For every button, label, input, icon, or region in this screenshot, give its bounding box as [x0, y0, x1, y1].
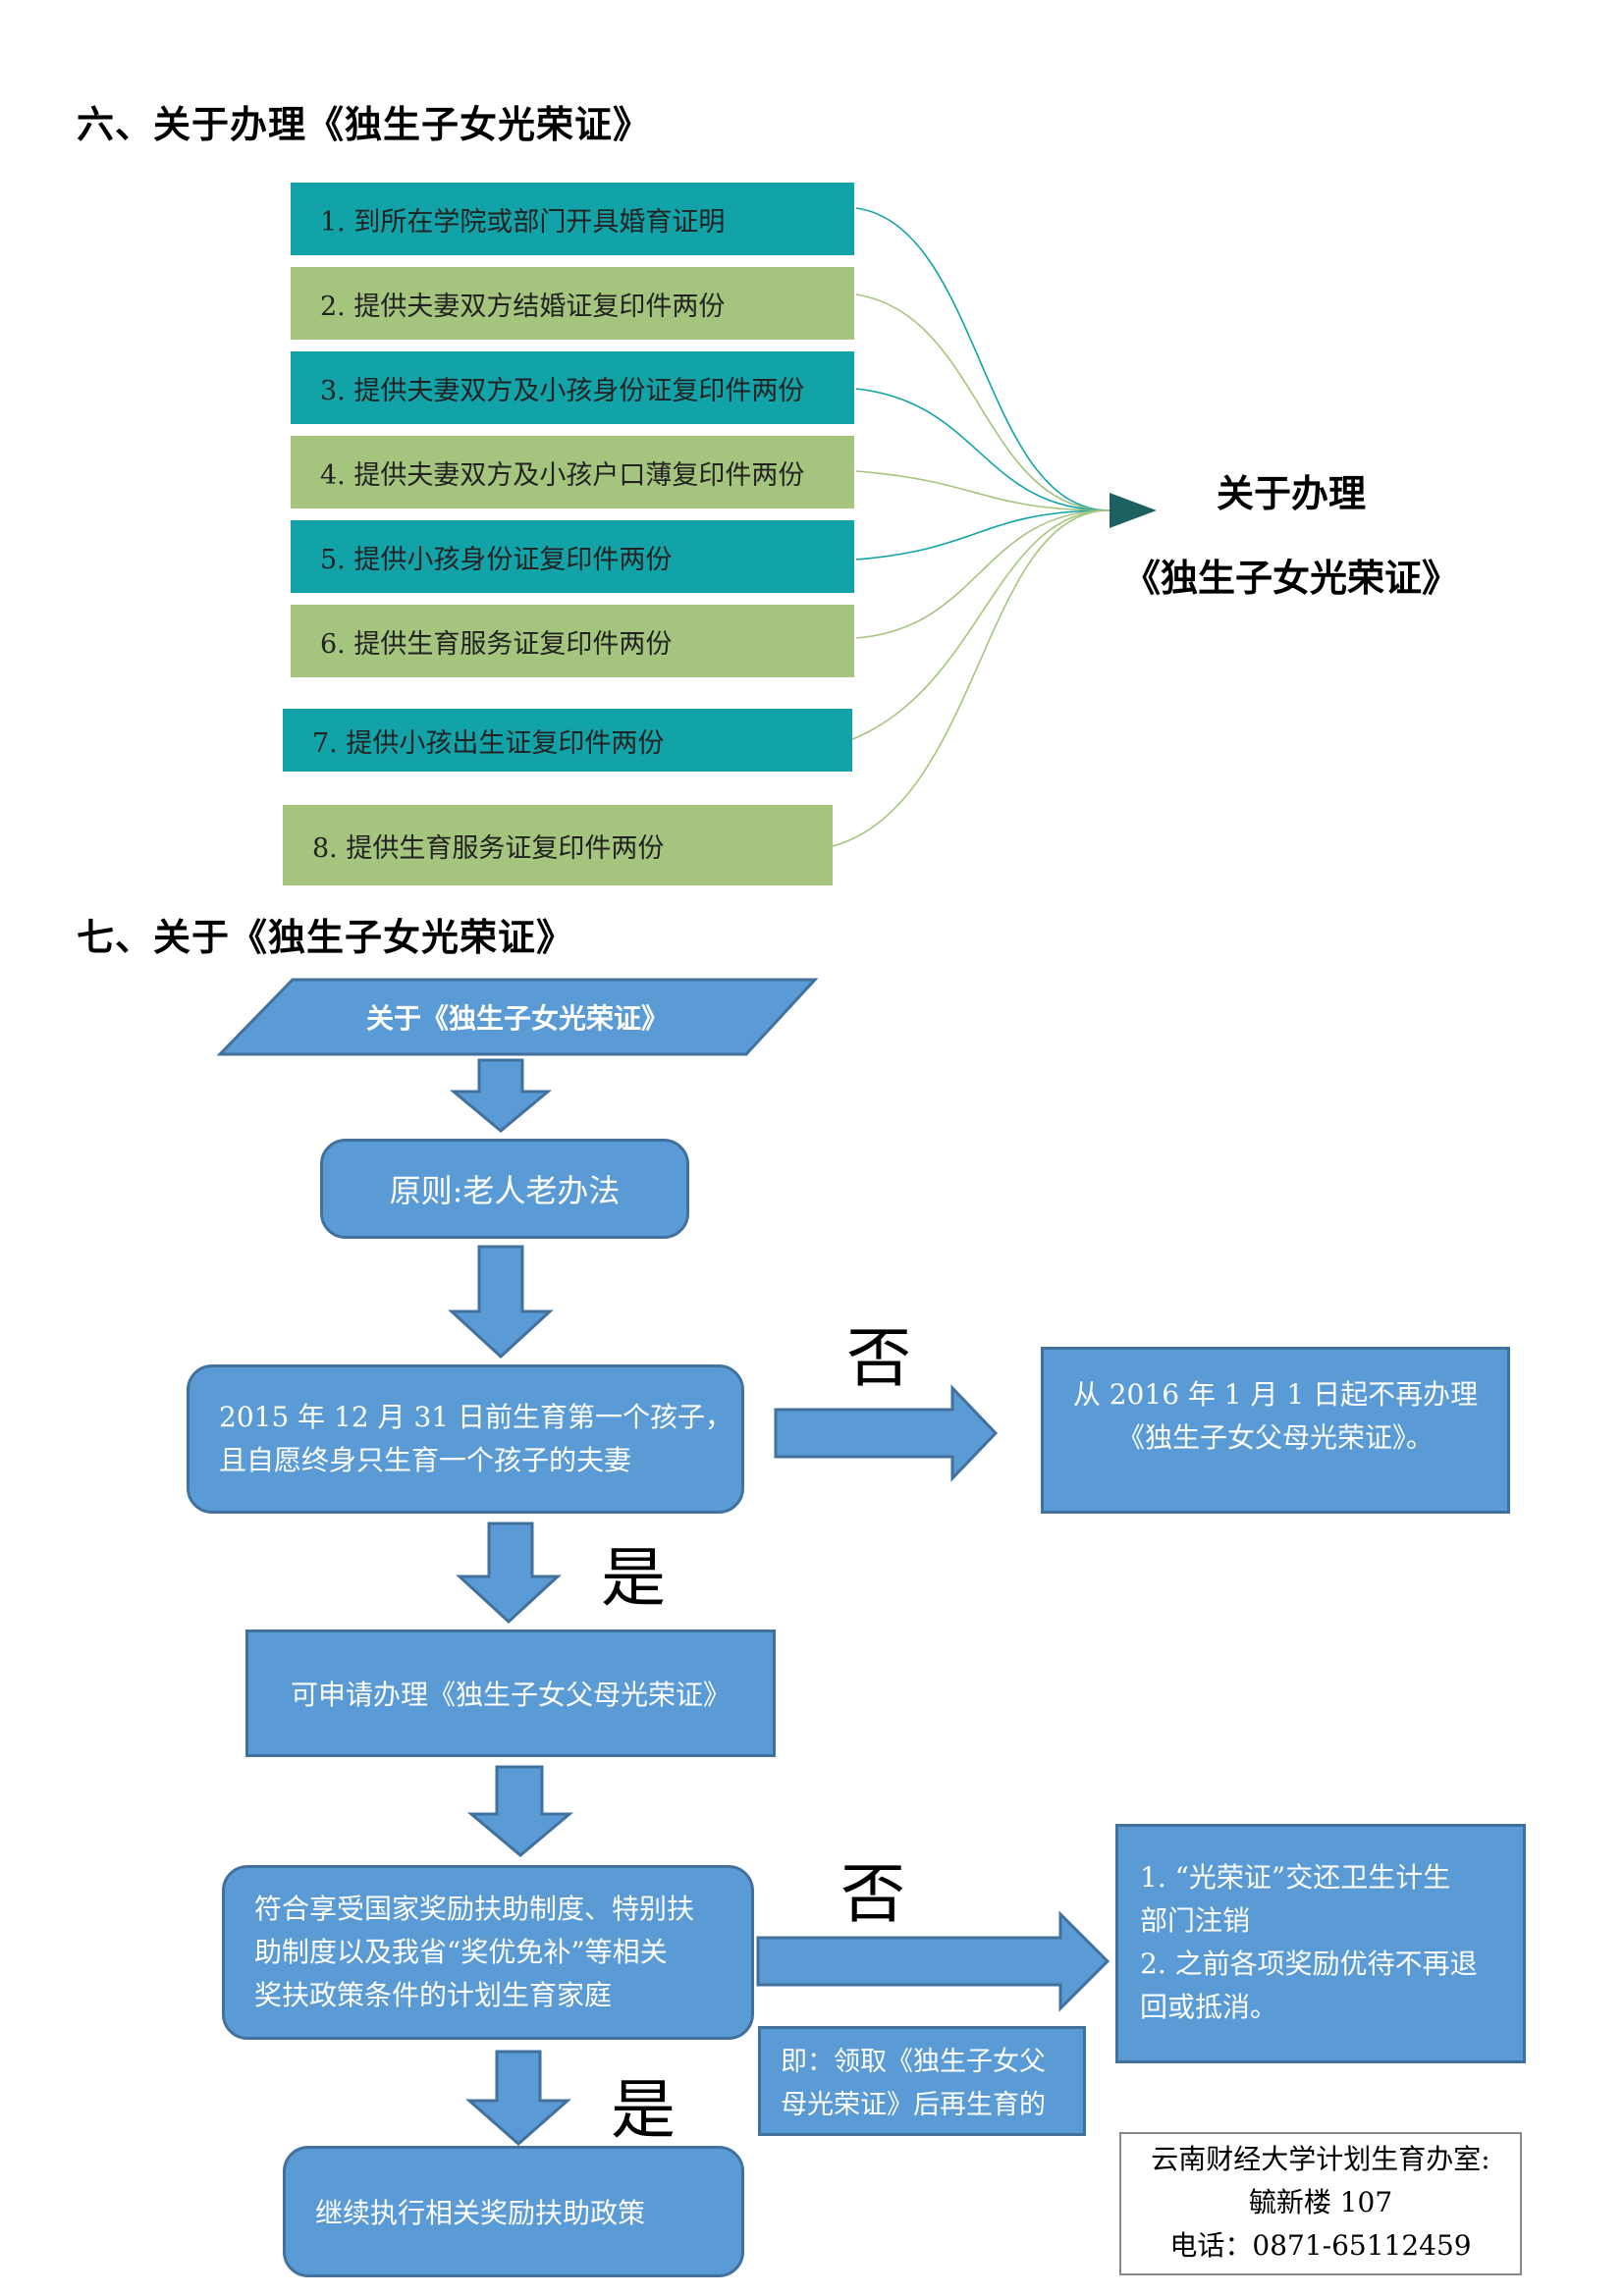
- question-1-box: 2015 年 12 月 31 日前生育第一个孩子， 且自愿终身只生育一个孩子的夫…: [187, 1364, 744, 1514]
- principle-box: 原则:老人老办法: [320, 1139, 689, 1239]
- step-3: 3. 提供夫妻双方及小孩身份证复印件两份: [291, 351, 854, 424]
- step-2: 2. 提供夫妻双方结婚证复印件两份: [291, 267, 854, 340]
- down-arrow-3: [456, 1522, 562, 1625]
- step-7: 7. 提供小孩出生证复印件两份: [283, 709, 852, 772]
- connector-curve-3: [855, 388, 1110, 511]
- no-result-1-box: 从 2016 年 1 月 1 日起不再办理 《独生子女父母光荣证》。: [1041, 1347, 1510, 1514]
- question-1-line1: 2015 年 12 月 31 日前生育第一个孩子，: [219, 1401, 733, 1433]
- connector-curve-8: [832, 509, 1110, 847]
- target-label-line1: 关于办理: [1216, 471, 1366, 515]
- question-2-line1: 符合享受国家奖励扶助制度、特别扶: [254, 1893, 695, 1925]
- continue-text: 继续执行相关奖励扶助政策: [315, 2197, 646, 2229]
- no-label-2: 否: [840, 1856, 905, 1932]
- down-arrow-5: [465, 2050, 571, 2146]
- note-line2: 母光荣证》后再生育的: [781, 2090, 1046, 2120]
- apply-box: 可申请办理《独生子女父母光荣证》: [245, 1629, 776, 1757]
- step-8: 8. 提供生育服务证复印件两份: [283, 805, 833, 885]
- no-result-2-line4: 回或抵消。: [1140, 1991, 1278, 2023]
- question-2-box: 符合享受国家奖励扶助制度、特别扶 助制度以及我省“奖优免补”等相关 奖扶政策条件…: [222, 1865, 754, 2040]
- no-result-2-box: 1. “光荣证”交还卫生计生 部门注销 2. 之前各项奖励优待不再退 回或抵消。: [1115, 1824, 1526, 2063]
- target-label-line2: 《独生子女光荣证》: [1122, 556, 1459, 600]
- no-result-2-line3: 2. 之前各项奖励优待不再退: [1140, 1948, 1478, 1980]
- right-arrow-2: [756, 1910, 1110, 2012]
- apply-text: 可申请办理《独生子女父母光荣证》: [290, 1679, 731, 1711]
- principle-text: 原则:老人老办法: [389, 1172, 621, 1209]
- question-1-line2: 且自愿终身只生育一个孩子的夫妻: [219, 1444, 632, 1476]
- contact-line2: 毓新楼 107: [1248, 2186, 1393, 2218]
- contact-box: 云南财经大学计划生育办室: 毓新楼 107 电话：0871-65112459: [1119, 2132, 1522, 2275]
- connector-curves: [804, 207, 1110, 847]
- step-6: 6. 提供生育服务证复印件两份: [291, 605, 854, 677]
- step-4: 4. 提供夫妻双方及小孩户口薄复印件两份: [291, 436, 854, 508]
- note-box: 即：领取《独生子女父 母光荣证》后再生育的: [758, 2026, 1086, 2136]
- no-result-2-line1: 1. “光荣证”交还卫生计生: [1140, 1861, 1451, 1894]
- section7-heading: 七、关于《独生子女光荣证》: [77, 915, 575, 959]
- contact-line3: 电话：0871-65112459: [1169, 2229, 1472, 2262]
- yes-label-2: 是: [611, 2072, 676, 2148]
- connector-curve-4: [855, 470, 1110, 511]
- start-label: 关于《独生子女光荣证》: [365, 1002, 669, 1035]
- target-arrowhead: [1110, 493, 1157, 528]
- connector-curve-7: [804, 509, 1110, 753]
- start-parallelogram: [216, 978, 819, 1056]
- continue-box: 继续执行相关奖励扶助政策: [283, 2146, 744, 2277]
- down-arrow-1: [449, 1058, 553, 1133]
- step-5: 5. 提供小孩身份证复印件两份: [291, 520, 854, 593]
- step-1: 1. 到所在学院或部门开具婚育证明: [291, 183, 854, 255]
- no-label-1: 否: [846, 1320, 911, 1396]
- connector-curve-1: [855, 207, 1110, 511]
- no-result-1-line2: 《独生子女父母光荣证》。: [1116, 1421, 1434, 1454]
- question-2-line3: 奖扶政策条件的计划生育家庭: [254, 1979, 613, 2011]
- right-arrow-1: [774, 1384, 999, 1482]
- no-result-1-line1: 从 2016 年 1 月 1 日起不再办理: [1072, 1378, 1479, 1411]
- yes-label-1: 是: [601, 1540, 666, 1616]
- connector-curve-6: [855, 509, 1110, 639]
- section6-heading: 六、关于办理《独生子女光荣证》: [77, 102, 652, 146]
- note-line1: 即：领取《独生子女父: [781, 2047, 1046, 2077]
- contact-line1: 云南财经大学计划生育办室:: [1151, 2143, 1490, 2175]
- no-result-2-line2: 部门注销: [1140, 1904, 1251, 1937]
- connector-curve-5: [855, 509, 1110, 561]
- question-2-line2: 助制度以及我省“奖优免补”等相关: [254, 1936, 668, 1968]
- down-arrow-2: [448, 1245, 554, 1360]
- connector-curve-2: [855, 294, 1110, 511]
- down-arrow-4: [466, 1765, 574, 1857]
